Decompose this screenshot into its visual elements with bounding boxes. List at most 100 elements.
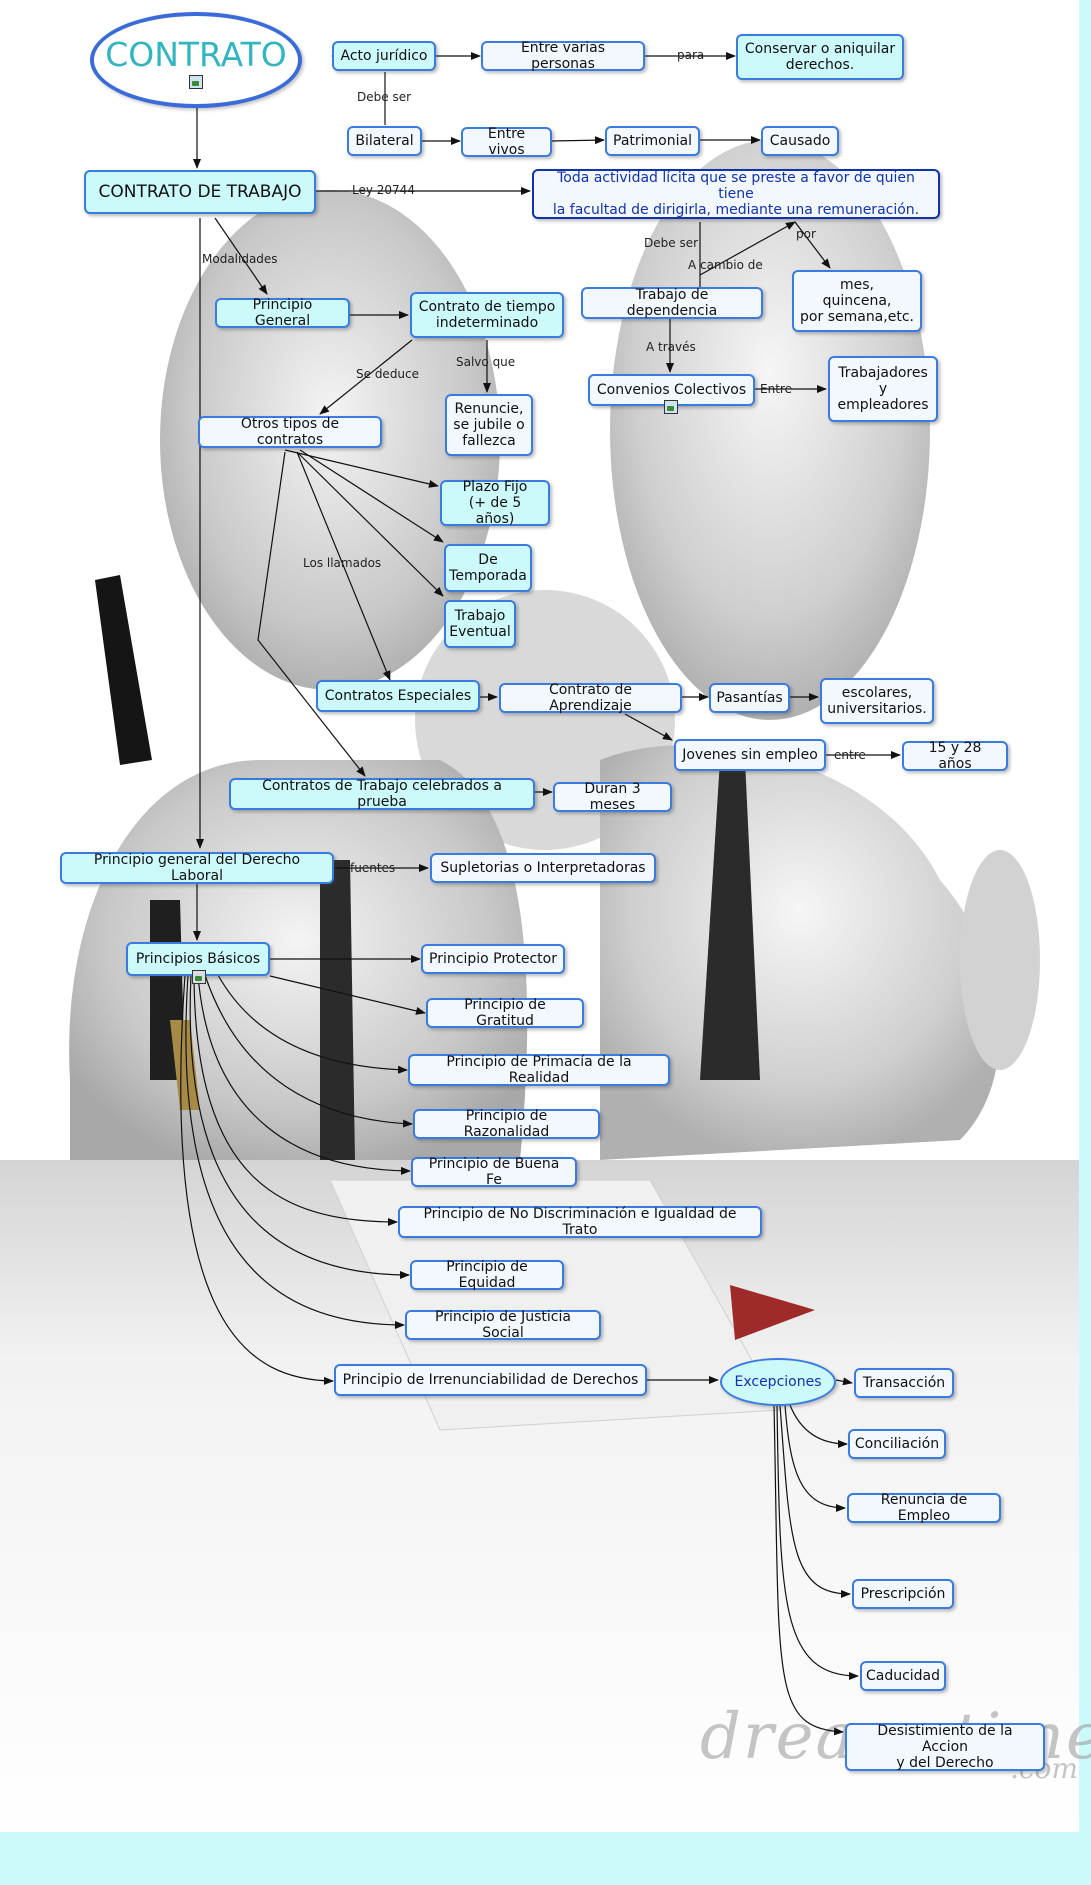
node-tiempo-indeterminado[interactable]: Contrato de tiempo indeterminado xyxy=(410,292,564,338)
node-entre-varias-personas[interactable]: Entre varias personas xyxy=(481,40,645,72)
link-fuentes: fuentes xyxy=(350,861,396,875)
node-contrato-de-trabajo[interactable]: CONTRATO DE TRABAJO xyxy=(84,170,316,214)
link-debe-ser: Debe ser xyxy=(357,90,412,104)
edge-modalidades xyxy=(214,217,268,295)
right-figure-body xyxy=(600,745,1000,1160)
edge-aprendizaje-jovenes xyxy=(624,713,673,741)
node-contrato-aprendizaje[interactable]: Contrato de Aprendizaje xyxy=(499,682,682,714)
edge-desistimiento xyxy=(773,1404,844,1736)
node-de-temporada[interactable]: De Temporada xyxy=(444,544,532,592)
node-causado[interactable]: Causado xyxy=(761,126,839,156)
image-attachment-icon[interactable] xyxy=(664,400,678,414)
right-figure-hand xyxy=(960,850,1040,1070)
link-ley: Ley 20744 xyxy=(352,183,415,197)
edge-prescripcion xyxy=(779,1404,851,1598)
edge-se-deduce xyxy=(319,339,413,415)
node-pasantias[interactable]: Pasantías xyxy=(709,683,790,713)
node-trabajadores-empleadores[interactable]: Trabajadores y empleadores xyxy=(828,356,938,422)
node-contrato[interactable]: CONTRATO xyxy=(90,12,302,108)
node-acto-juridico[interactable]: Acto jurídico xyxy=(332,41,436,71)
node-periodicidad[interactable]: mes, quincena, por semana,etc. xyxy=(792,270,922,332)
edge-transaccion xyxy=(835,1377,853,1386)
node-jovenes-sin-empleo[interactable]: Jovenes sin empleo xyxy=(674,739,826,771)
node-edades[interactable]: 15 y 28 años xyxy=(902,740,1008,772)
node-principio-general[interactable]: Principio General xyxy=(215,297,350,329)
node-contratos-prueba[interactable]: Contratos de Trabajo celebrados a prueba xyxy=(229,778,535,810)
link-salvo-que: Salvo que xyxy=(456,355,516,369)
link-entre-trabajadores: Entre xyxy=(760,382,792,396)
right-border-band xyxy=(1079,0,1091,1832)
edge-justicia xyxy=(185,974,405,1329)
pen-holder xyxy=(170,1020,200,1110)
edge-otros-temporada xyxy=(299,449,444,543)
red-pointer xyxy=(730,1285,815,1340)
bottom-border-band xyxy=(0,1832,1091,1885)
link-a-traves: A través xyxy=(646,340,696,354)
pen xyxy=(95,575,152,765)
edge-vivos-patrimonial xyxy=(551,136,605,145)
edge-irrenunciabilidad xyxy=(180,974,334,1385)
node-escolares[interactable]: escolares, universitarios. xyxy=(820,678,934,724)
edge-renuncia xyxy=(784,1404,846,1512)
node-principio-justicia-social[interactable]: Principio de Justicia Social xyxy=(405,1309,601,1341)
document-attachment-icon[interactable] xyxy=(192,970,206,984)
node-principio-razonalidad[interactable]: Principio de Razonalidad xyxy=(413,1108,600,1140)
node-bilateral[interactable]: Bilateral xyxy=(347,126,422,156)
node-plazo-fijo[interactable]: Plazo Fijo (+ de 5 años) xyxy=(440,479,550,527)
edge-primacia xyxy=(217,974,408,1074)
node-contratos-especiales[interactable]: Contratos Especiales xyxy=(316,680,480,712)
node-transaccion[interactable]: Transacción xyxy=(854,1368,954,1398)
node-prescripcion[interactable]: Prescripción xyxy=(852,1579,954,1609)
node-principio-protector[interactable]: Principio Protector xyxy=(421,944,565,974)
node-desistimiento[interactable]: Desistimiento de la Accion y del Derecho xyxy=(845,1723,1045,1771)
node-trabajo-dependencia[interactable]: Trabajo de dependencia xyxy=(581,287,763,319)
link-se-deduce: Se deduce xyxy=(356,367,420,381)
edge-conciliacion xyxy=(789,1404,848,1448)
link-a-cambio: A cambio de xyxy=(688,258,763,272)
image-attachment-icon[interactable] xyxy=(189,75,203,89)
node-entre-vivos[interactable]: Entre vivos xyxy=(461,126,552,158)
edge-por xyxy=(794,221,831,269)
link-los-llamados: Los llamados xyxy=(303,556,382,570)
edge-caducidad xyxy=(776,1404,859,1680)
edge-otros-plazo xyxy=(284,449,439,488)
edge-no-discriminacion xyxy=(193,974,398,1226)
node-conservar-aniquilar[interactable]: Conservar o aniquilar derechos. xyxy=(736,34,904,80)
node-principio-primacia[interactable]: Principio de Primacía de la Realidad xyxy=(408,1054,670,1086)
edge-razonalidad xyxy=(204,974,413,1128)
node-excepciones[interactable]: Excepciones xyxy=(720,1358,836,1406)
center-tie xyxy=(320,860,355,1160)
node-supletorias[interactable]: Supletorias o Interpretadoras xyxy=(430,853,656,883)
right-tie xyxy=(700,760,760,1080)
node-trabajo-eventual[interactable]: Trabajo Eventual xyxy=(444,600,516,648)
edge-otros-eventual xyxy=(296,451,444,597)
edge-gratitud xyxy=(269,975,426,1015)
node-principio-no-discriminacion[interactable]: Principio de No Discriminación e Igualda… xyxy=(398,1206,762,1238)
node-caducidad[interactable]: Caducidad xyxy=(860,1661,946,1691)
node-otros-tipos[interactable]: Otros tipos de contratos xyxy=(198,416,382,448)
node-contrato-label: CONTRATO xyxy=(105,34,287,74)
edge-otros-especiales xyxy=(296,451,391,681)
node-renuncia-empleo[interactable]: Renuncia de Empleo xyxy=(847,1492,1001,1524)
node-principio-derecho-laboral[interactable]: Principio general del Derecho Laboral xyxy=(60,852,334,884)
node-definicion-trabajo[interactable]: Toda actividad lícita que se preste a fa… xyxy=(532,169,940,219)
node-excepciones-label: Excepciones xyxy=(734,1374,822,1390)
edge-equidad xyxy=(189,974,410,1279)
node-principio-irrenunciabilidad[interactable]: Principio de Irrenunciabilidad de Derech… xyxy=(334,1364,647,1396)
node-renuncie-jubile[interactable]: Renuncie, se jubile o fallezca xyxy=(445,394,533,456)
node-principio-buena-fe[interactable]: Principio de Buena Fe xyxy=(411,1156,577,1188)
link-para: para xyxy=(677,48,705,62)
edge-otros-prueba xyxy=(257,451,366,777)
node-conciliacion[interactable]: Conciliación xyxy=(848,1429,946,1459)
link-entre-edades: entre xyxy=(834,748,866,762)
node-principio-equidad[interactable]: Principio de Equidad xyxy=(410,1259,564,1291)
link-por: por xyxy=(796,227,816,241)
node-principio-gratitud[interactable]: Principio de Gratitud xyxy=(426,997,584,1029)
edge-a-cambio xyxy=(699,221,796,276)
link-debe-ser-dependencia: Debe ser xyxy=(644,236,699,250)
node-patrimonial[interactable]: Patrimonial xyxy=(605,126,700,156)
link-modalidades: Modalidades xyxy=(202,252,278,266)
edge-buena-fe xyxy=(197,974,411,1175)
node-duran-3-meses[interactable]: Duran 3 meses xyxy=(553,781,672,813)
